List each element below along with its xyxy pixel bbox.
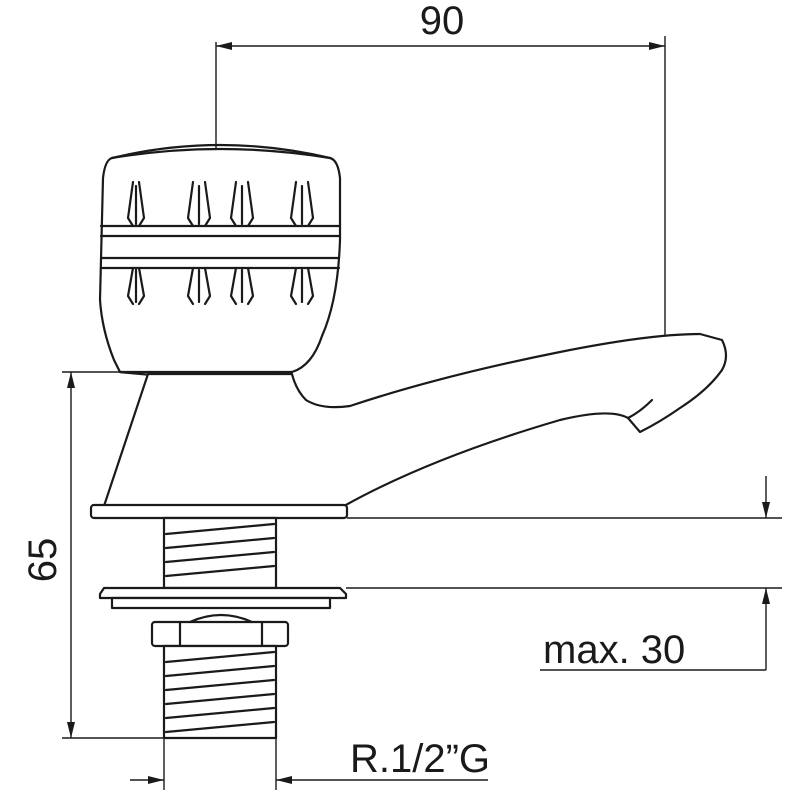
max-thickness-dimension: max. 30 <box>346 476 782 672</box>
max-thickness-label: max. 30 <box>543 628 685 672</box>
mounting-washer <box>98 586 348 610</box>
hex-nut <box>150 613 290 648</box>
knurl-grooves <box>126 180 315 306</box>
thread-dimension: R.1/2”G <box>130 737 490 790</box>
thread-size-label: R.1/2”G <box>350 737 490 781</box>
height-dimension: 65 <box>21 371 164 739</box>
handle-knob <box>98 143 342 379</box>
width-dimension: 90 <box>215 0 666 385</box>
base-plate <box>89 503 349 520</box>
threaded-shank-lower <box>162 644 278 740</box>
height-dimension-label: 65 <box>21 538 65 583</box>
width-dimension-label: 90 <box>420 0 465 43</box>
tap-body <box>102 332 728 508</box>
threaded-shank-upper <box>162 516 278 590</box>
